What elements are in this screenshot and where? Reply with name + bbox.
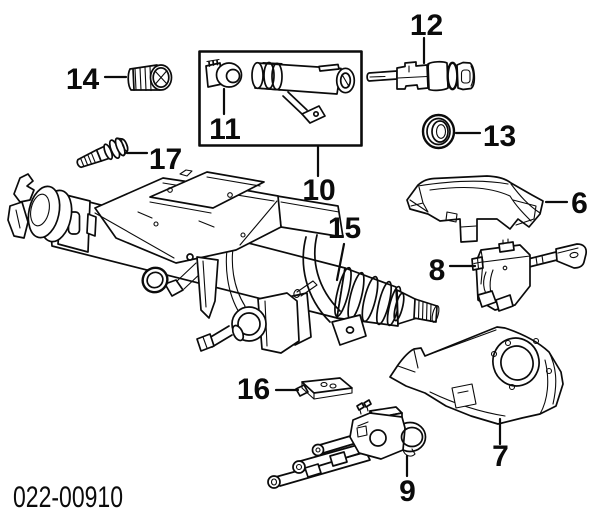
callout-9: 9 (399, 475, 416, 508)
combination-switch-part (471, 238, 588, 312)
seal-ring-part (421, 113, 456, 150)
callout-13: 13 (483, 120, 516, 153)
steering-column-assembly (7, 169, 440, 354)
shear-bolt-part (76, 137, 129, 169)
callout-17: 17 (149, 143, 182, 176)
callout-leader-lines (103, 36, 569, 478)
lock-cylinder-part (251, 61, 356, 124)
key-and-barrel-part (366, 60, 476, 92)
callout-labels: 14 11 10 12 13 17 15 6 8 16 7 9 (66, 9, 588, 508)
callout-15: 15 (328, 212, 361, 245)
callout-11: 11 (209, 113, 241, 146)
upper-column-cover-part (406, 175, 544, 243)
ignition-lock-cap-part (127, 64, 173, 92)
callout-16: 16 (237, 373, 270, 406)
drawing-code: 022-00910 (13, 481, 123, 514)
diagram-line-art (7, 36, 588, 489)
callout-7: 7 (492, 440, 509, 473)
callout-8: 8 (429, 254, 446, 287)
callout-6: 6 (571, 187, 588, 220)
ignition-switch-part (205, 58, 243, 88)
callout-12: 12 (410, 9, 443, 42)
callout-14: 14 (66, 63, 100, 96)
callout-10: 10 (302, 174, 335, 207)
lock-plate-part (295, 377, 353, 400)
part-10-box (198, 50, 363, 147)
lock-housing-part (267, 399, 427, 489)
lower-column-cover-part (389, 326, 564, 425)
